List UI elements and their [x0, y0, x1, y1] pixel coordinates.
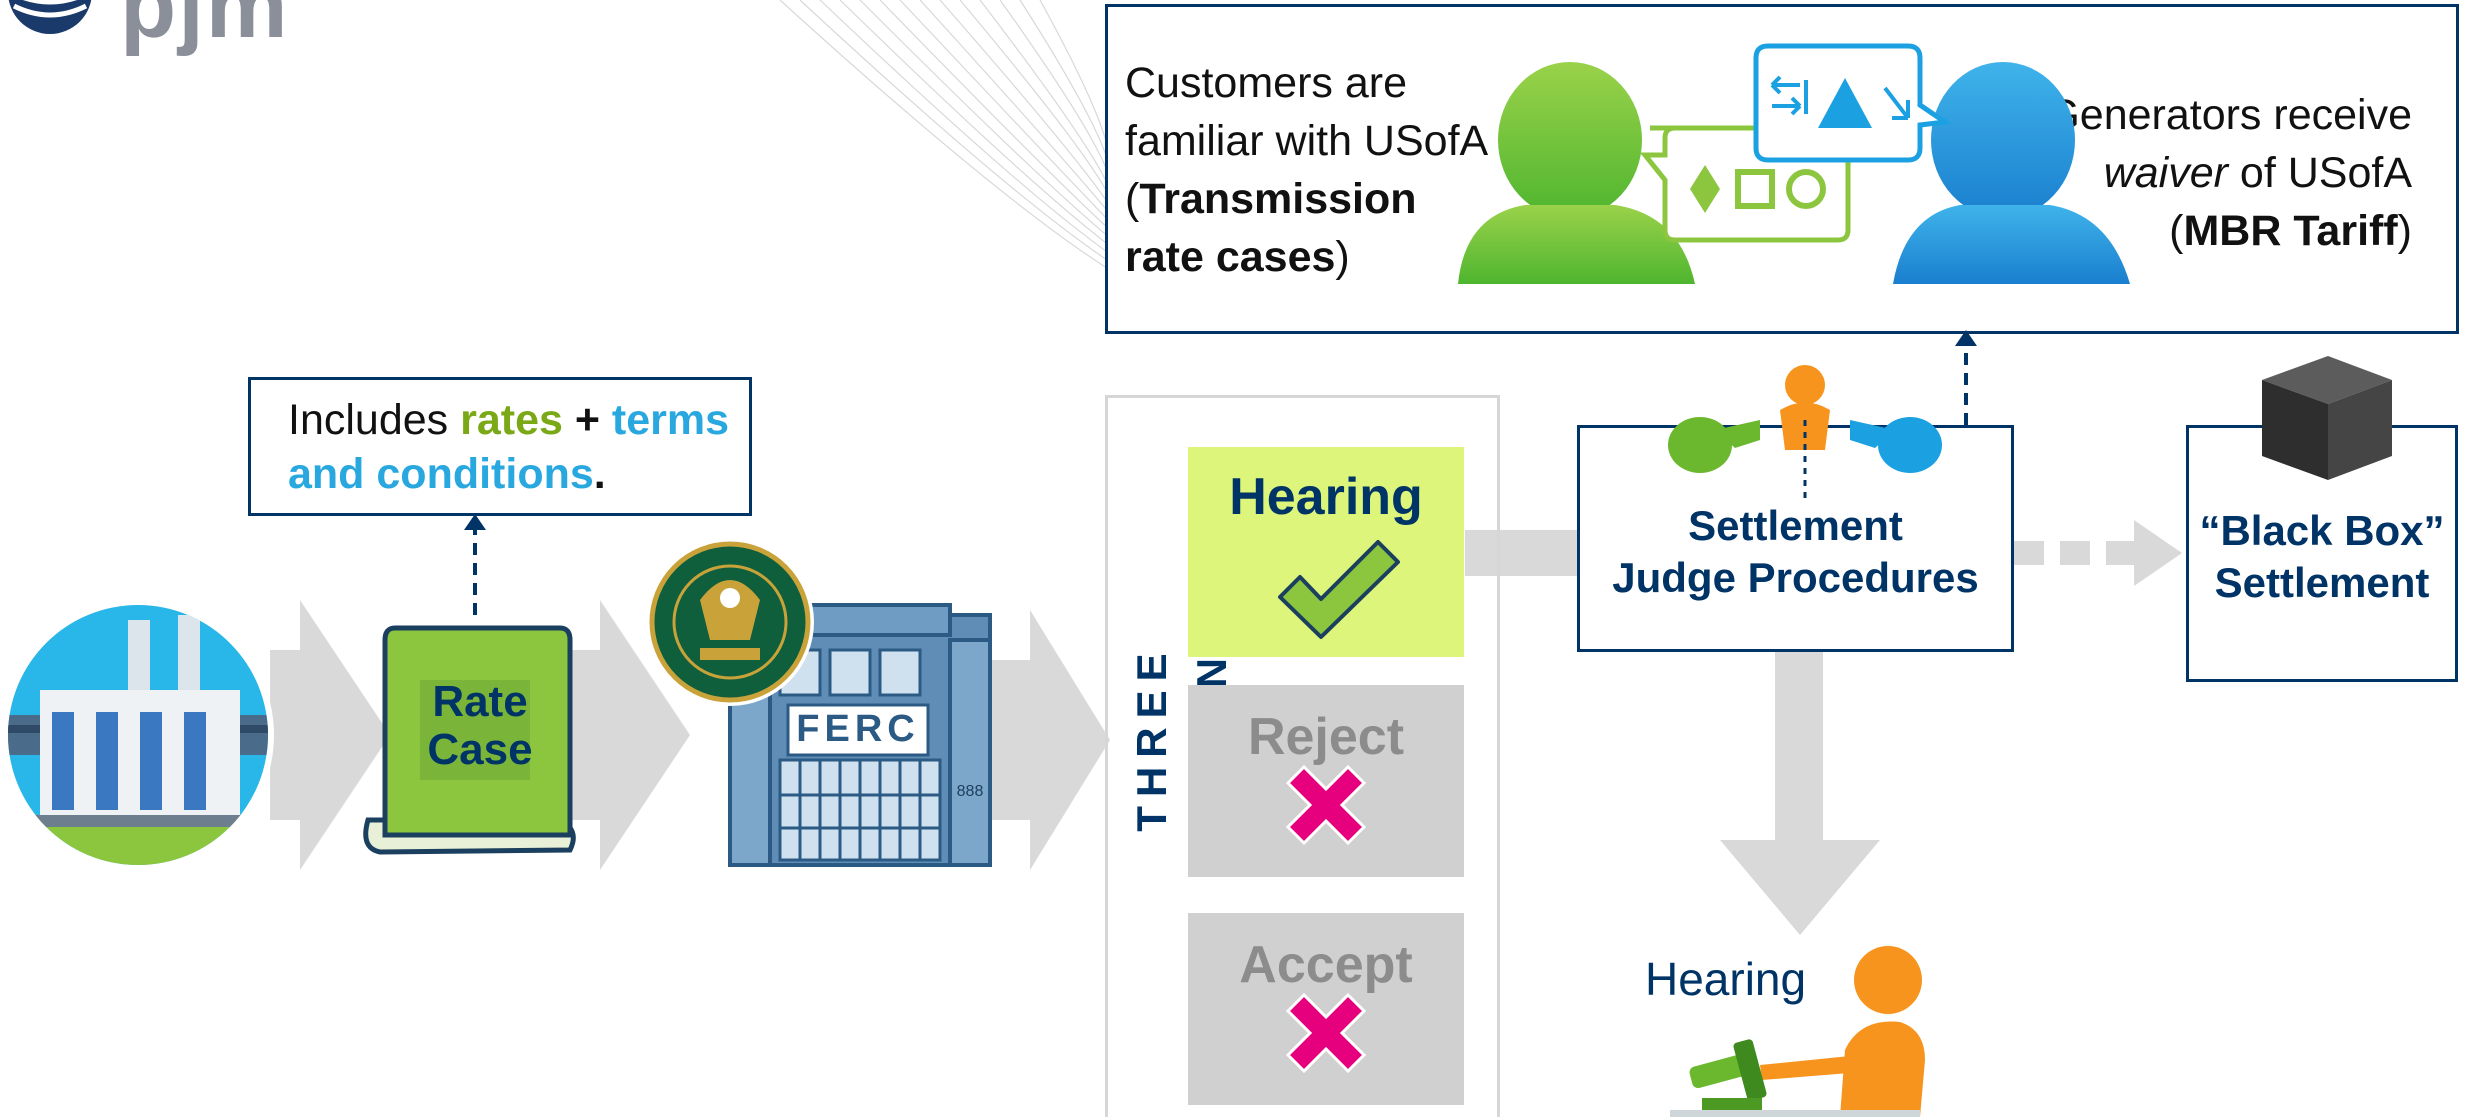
accept-x-icon [1285, 992, 1367, 1074]
checkmark-icon [1278, 540, 1400, 639]
option-reject-label: Reject [1247, 708, 1405, 766]
ferc-sign-text: FERC [796, 708, 920, 750]
pjm-globe-icon [8, 0, 92, 34]
settlement-text: Settlement Judge Procedures [1577, 500, 2014, 604]
settlement-line-2: Judge Procedures [1612, 554, 1979, 601]
rate-case-line-1: Rate [432, 677, 528, 726]
hearing-judge-label: Hearing [1645, 953, 1807, 1005]
black-box-text: “Black Box” Settlement [2186, 505, 2458, 609]
customers-line-4: rate cases) [1125, 233, 1350, 281]
three-options-panel [1105, 395, 1500, 1117]
three-options-label: THREE OPTIONS [1128, 612, 1235, 864]
rate-case-label: Rate Case [405, 678, 555, 774]
includes-note-box [248, 377, 752, 516]
customers-text: Customers are familiar with USofA (Trans… [1125, 54, 1488, 286]
includes-line-1: Includes rates + terms [288, 396, 730, 444]
customers-line-3: (Transmission [1125, 175, 1417, 223]
option-hearing-label: Hearing [1229, 468, 1423, 526]
customers-line-2: familiar with USofA [1125, 117, 1489, 165]
generators-text: Generators receive waiver of USofA (MBR … [2046, 86, 2412, 260]
reject-x-icon [1285, 764, 1367, 846]
settlement-line-1: Settlement [1688, 502, 1903, 549]
generators-line-2: waiver of USofA [2103, 149, 2412, 197]
ferc-number-text: 888 [956, 783, 984, 800]
option-accept[interactable]: Accept [1188, 913, 1464, 1105]
option-reject[interactable]: Reject [1188, 685, 1464, 877]
includes-line-2: and conditions. [288, 450, 606, 498]
rate-case-line-2: Case [427, 725, 533, 774]
includes-note-text: Includes rates + terms and conditions. [288, 393, 748, 501]
pjm-logo-text: pjm [120, 0, 290, 57]
option-hearing[interactable]: Hearing [1188, 447, 1464, 657]
pjm-logo: pjm [0, 0, 330, 57]
generators-line-1: Generators receive [2046, 91, 2412, 139]
generators-line-3: (MBR Tariff) [2169, 207, 2412, 255]
black-box-line-2: Settlement [2214, 559, 2430, 606]
black-box-line-1: “Black Box” [2199, 507, 2445, 554]
option-accept-label: Accept [1239, 936, 1413, 994]
customers-line-1: Customers are [1125, 59, 1407, 107]
